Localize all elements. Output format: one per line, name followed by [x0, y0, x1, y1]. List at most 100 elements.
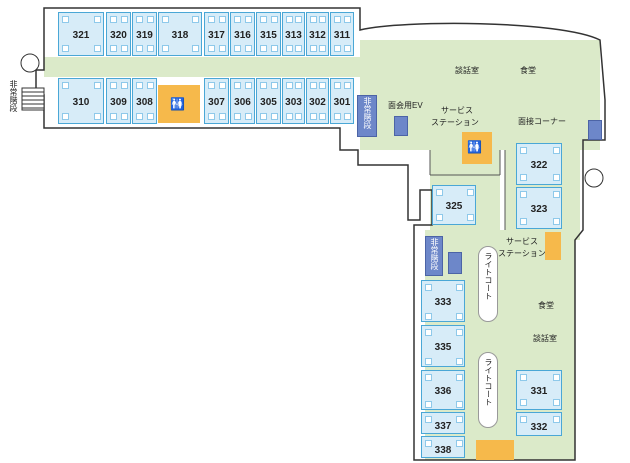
bed-icon — [319, 82, 326, 89]
bed-icon — [147, 16, 154, 23]
bed-icon — [219, 82, 226, 89]
bed-icon — [520, 174, 527, 181]
bed-icon — [456, 440, 463, 447]
bed-icon — [192, 45, 199, 52]
bed-icon — [425, 284, 432, 291]
room-323: 323 — [516, 187, 562, 229]
bed-icon — [520, 191, 527, 198]
room-335: 335 — [421, 325, 465, 367]
room-number: 302 — [309, 96, 326, 108]
room-325: 325 — [432, 185, 476, 225]
bed-icon — [553, 191, 560, 198]
toilet-station-lower — [545, 232, 561, 260]
bed-icon — [553, 174, 560, 181]
room-318: 318 — [158, 12, 202, 56]
bed-icon — [456, 329, 463, 336]
room-317: 317 — [204, 12, 229, 56]
bed-icon — [260, 113, 267, 120]
bed-icon — [553, 374, 560, 381]
room-312: 312 — [306, 12, 329, 56]
bed-icon — [344, 45, 351, 52]
bed-icon — [245, 45, 252, 52]
room-number: 313 — [285, 29, 302, 41]
bed-icon — [62, 16, 69, 23]
bed-icon — [110, 16, 117, 23]
room-332: 332 — [516, 412, 562, 436]
bed-icon — [319, 16, 326, 23]
bed-icon — [192, 16, 199, 23]
toilet-lower-1 — [476, 440, 514, 460]
bed-icon — [219, 16, 226, 23]
bed-icon — [147, 113, 154, 120]
bed-icon — [425, 329, 432, 336]
bed-icon — [295, 82, 302, 89]
room-number: 306 — [234, 96, 251, 108]
room-number: 332 — [530, 421, 548, 433]
room-338: 338 — [421, 436, 465, 458]
room-307: 307 — [204, 78, 229, 124]
bed-icon — [286, 16, 293, 23]
toilet-station-top — [462, 132, 492, 164]
room-319: 319 — [132, 12, 157, 56]
bed-icon — [136, 113, 143, 120]
emergency-stairs-mid-label: 非常階段 — [363, 97, 372, 129]
bed-icon — [456, 401, 463, 408]
room-number: 303 — [285, 96, 302, 108]
bed-icon — [295, 113, 302, 120]
bed-icon — [436, 189, 443, 196]
bed-icon — [319, 45, 326, 52]
emergency-stairs-left-label: 非常階段 — [9, 80, 18, 112]
light-court-1-label: ライトコート — [484, 252, 493, 300]
bed-icon — [121, 16, 128, 23]
bed-icon — [271, 82, 278, 89]
bed-icon — [219, 113, 226, 120]
bed-icon — [245, 113, 252, 120]
room-number: 319 — [136, 29, 153, 41]
bed-icon — [286, 113, 293, 120]
service-station-top-l1: サービス — [441, 106, 473, 115]
bed-icon — [94, 113, 101, 120]
bed-icon — [553, 399, 560, 406]
bed-icon — [271, 16, 278, 23]
bed-icon — [94, 82, 101, 89]
bed-icon — [310, 113, 317, 120]
bed-icon — [136, 16, 143, 23]
room-number: 312 — [309, 29, 326, 41]
room-number: 322 — [530, 160, 548, 171]
bed-icon — [456, 416, 463, 423]
room-316: 316 — [230, 12, 255, 56]
bed-icon — [208, 82, 215, 89]
bed-icon — [62, 45, 69, 52]
room-315: 315 — [256, 12, 281, 56]
bed-icon — [456, 284, 463, 291]
visitor-ev — [394, 116, 408, 136]
bed-icon — [456, 358, 463, 365]
room-number: 310 — [72, 96, 90, 108]
room-337: 337 — [421, 412, 465, 434]
toilet-icon: 🚻 — [467, 140, 482, 154]
room-321: 321 — [58, 12, 104, 56]
bed-icon — [520, 218, 527, 225]
room-number: 308 — [136, 96, 153, 108]
bed-icon — [271, 45, 278, 52]
bed-icon — [121, 82, 128, 89]
bed-icon — [208, 16, 215, 23]
bed-icon — [436, 214, 443, 221]
bed-icon — [520, 374, 527, 381]
bed-icon — [425, 401, 432, 408]
room-number: 320 — [110, 29, 127, 41]
bed-icon — [319, 113, 326, 120]
ev-lower — [448, 252, 462, 274]
bed-icon — [147, 45, 154, 52]
room-310: 310 — [58, 78, 104, 124]
light-court-2-label: ライトコート — [484, 358, 493, 406]
bed-icon — [344, 113, 351, 120]
room-number: 318 — [171, 29, 189, 41]
room-number: 309 — [110, 96, 127, 108]
room-306: 306 — [230, 78, 255, 124]
bed-icon — [334, 82, 341, 89]
visitor-ev-label: 面会用EV — [388, 101, 423, 110]
room-313: 313 — [282, 12, 305, 56]
bed-icon — [344, 16, 351, 23]
